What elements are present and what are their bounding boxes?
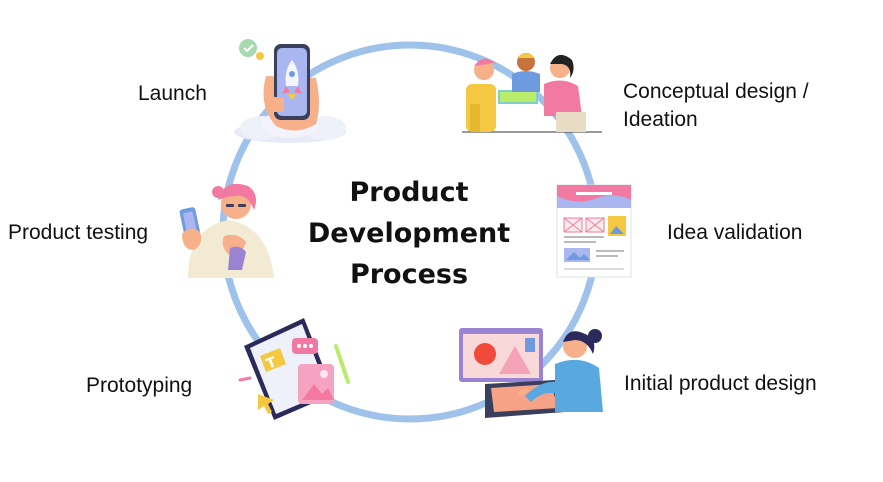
person-phone-icon (179, 183, 274, 278)
title-line-2: Development (307, 218, 511, 249)
title-line-3: Process (349, 259, 469, 290)
diagram-title: Product Development Process (300, 172, 518, 295)
title-line-1: Product (349, 177, 469, 208)
wireframe-icon (556, 184, 632, 278)
stage-label-ideation: Conceptual design / Ideation (623, 78, 853, 134)
designer-tablet-icon (459, 328, 603, 418)
stage-label-launch: Launch (138, 82, 207, 105)
ideation-line-1: Conceptual design / (623, 80, 809, 103)
design-board-icon: T (238, 318, 350, 420)
rocket-phone-icon (234, 39, 346, 143)
stage-label-validation: Idea validation (667, 221, 803, 244)
stage-label-initial-design: Initial product design (624, 372, 817, 395)
stage-label-prototyping: Prototyping (86, 374, 193, 397)
ideation-line-2: Ideation (623, 108, 698, 131)
team-meeting-icon (462, 53, 602, 133)
stage-label-testing: Product testing (8, 221, 149, 244)
